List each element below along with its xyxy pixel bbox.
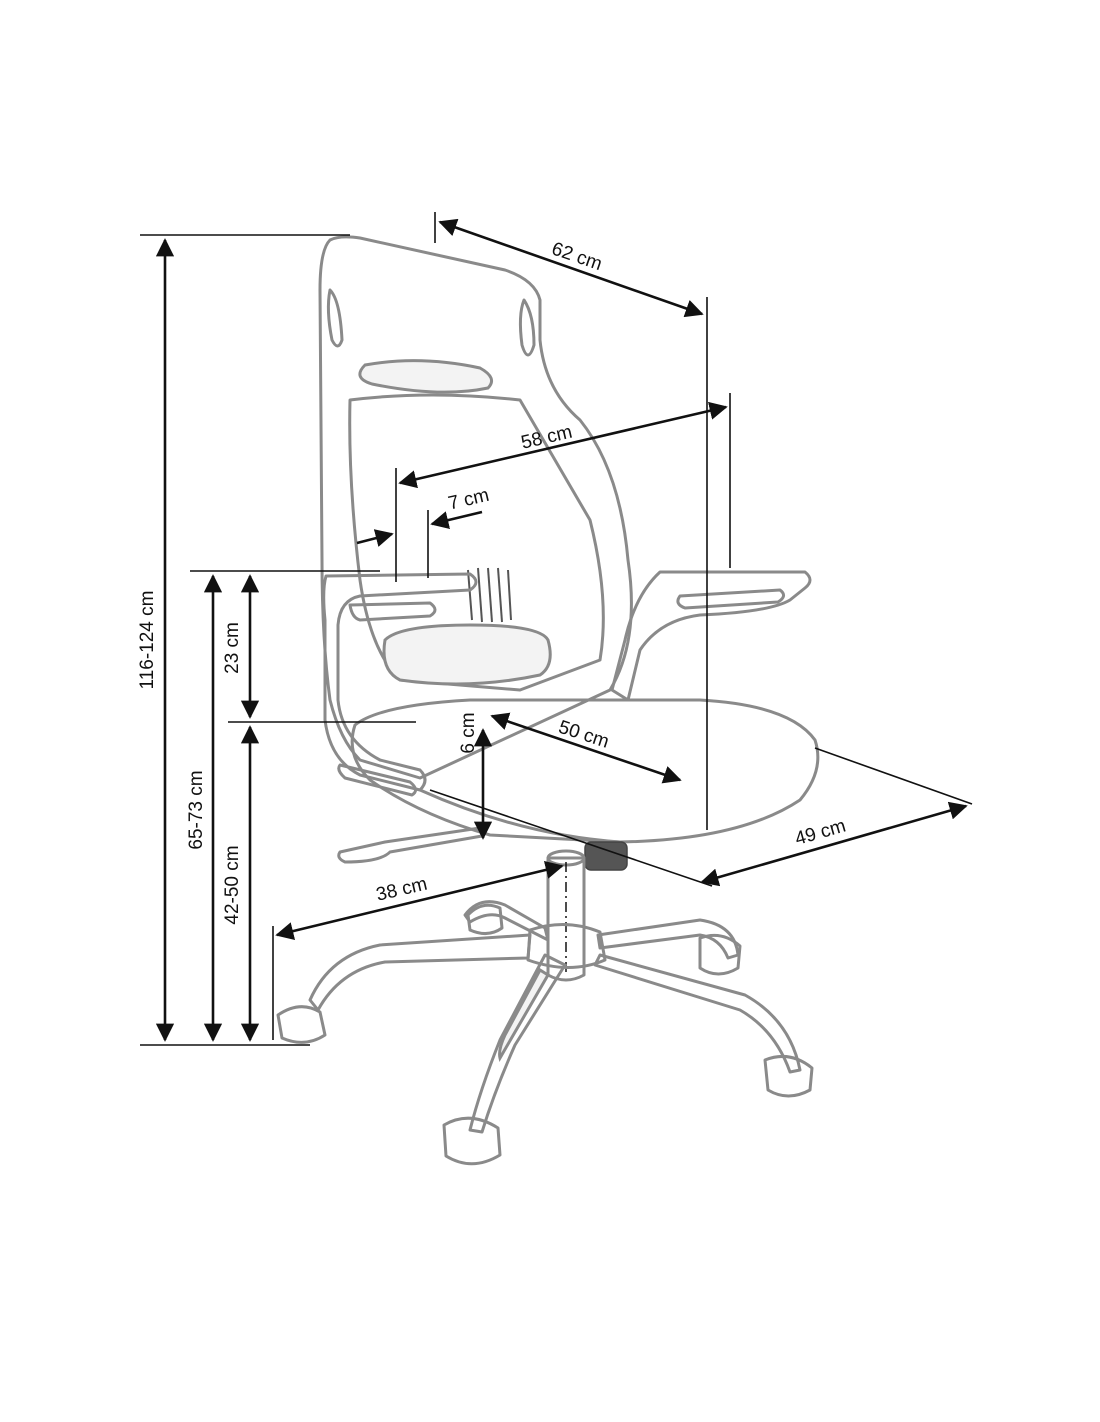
label-total-height: 116-124 cm [137,591,158,690]
dim-overall-width [398,401,728,489]
casters [276,903,814,1166]
label-seat-thickness: 6 cm [458,712,479,753]
lumbar-support [382,623,552,686]
backrest-side-slot-right [518,298,536,357]
extension-lines [140,212,973,1046]
dimension-arrows [155,218,968,1042]
seat-rim [418,788,622,844]
label-armrest-width: 7 cm [446,485,491,515]
left-armrest-inner [348,601,437,622]
headrest-slot [358,359,494,394]
label-armrest-height: 65-73 cm [186,770,207,849]
dim-seat-width [700,801,968,887]
right-armrest-inner [676,588,785,610]
dim-base-radius [275,861,564,940]
left-armrest [322,572,478,792]
gas-cylinder-top [584,841,628,871]
lumbar-ribs [467,567,512,623]
backrest-mesh [348,393,605,692]
left-armrest-lower [337,763,417,797]
backrest-side-slot-left [326,288,344,348]
chair-illustration [276,235,820,1166]
label-seat-height: 42-50 cm [222,845,243,924]
dim-backrest-width [438,218,704,318]
right-armrest [610,570,812,702]
seat-cushion [350,698,820,844]
label-armrest-to-seat: 23 cm [222,622,243,674]
dim-seat-depth [490,712,682,784]
tilt-lever [337,826,484,864]
label-seat-width: 49 cm [793,815,849,849]
dim-armrest-width-right [430,510,483,530]
dim-armrest-width-left [356,529,394,547]
dimension-labels: 116-124 cm 65-73 cm 42-50 cm 23 cm 6 cm … [137,238,848,924]
